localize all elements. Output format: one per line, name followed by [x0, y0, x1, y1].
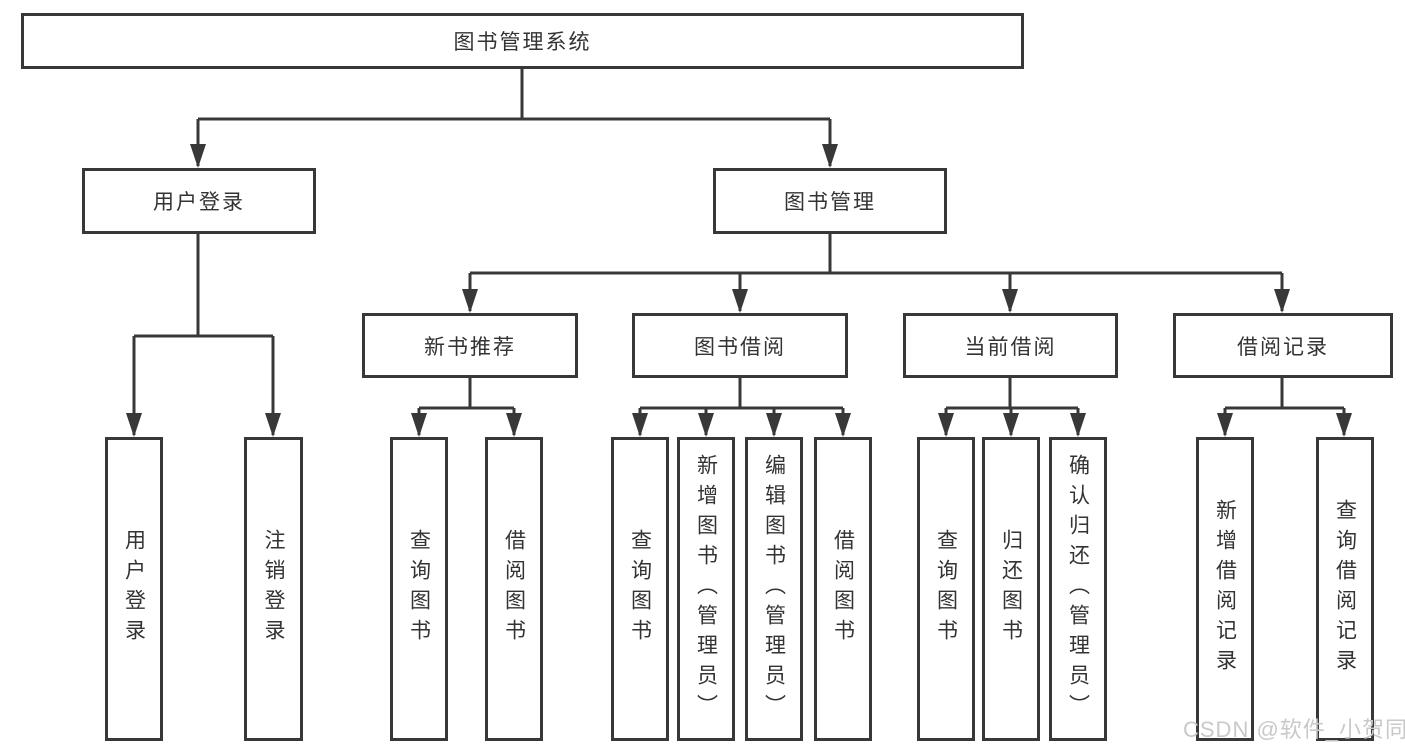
csdn-watermark: CSDN @软件_小贺同学: [1183, 717, 1405, 742]
leaf-user-login: 用户登录: [105, 437, 163, 741]
node-book-borrow: 图书借阅: [632, 313, 848, 378]
leaf-bb-add-books-admin: 新增图书（管理员）: [677, 437, 735, 741]
node-borrow-records-label: 借阅记录: [1237, 335, 1329, 359]
leaf-cb-query-books: 查询图书: [917, 437, 975, 741]
leaf-user-login-label: 用户登录: [122, 529, 146, 649]
leaf-nb-query-books: 查询图书: [390, 437, 448, 741]
node-borrow-records: 借阅记录: [1173, 313, 1393, 378]
leaf-bb-borrow-books-label: 借阅图书: [831, 529, 855, 649]
node-book-borrow-label: 图书借阅: [694, 335, 786, 359]
leaf-bb-add-books-admin-label: 新增图书（管理员）: [694, 454, 718, 724]
leaf-br-add-borrow-record-label: 新增借阅记录: [1213, 499, 1237, 679]
connector-paths: [132, 68, 1346, 435]
leaf-logout-login: 注销登录: [244, 437, 303, 741]
leaf-bb-borrow-books: 借阅图书: [814, 437, 872, 741]
node-current-borrow-label: 当前借阅: [964, 335, 1057, 359]
leaf-bb-query-books-label: 查询图书: [628, 529, 652, 649]
leaf-nb-borrow-books: 借阅图书: [485, 437, 543, 741]
node-current-borrow: 当前借阅: [903, 313, 1118, 378]
node-user-login: 用户登录: [82, 168, 316, 234]
leaf-bb-query-books: 查询图书: [611, 437, 669, 741]
leaf-br-add-borrow-record: 新增借阅记录: [1196, 437, 1254, 741]
leaf-cb-confirm-return-admin: 确认归还（管理员）: [1049, 437, 1107, 741]
leaf-cb-confirm-return-admin-label: 确认归还（管理员）: [1066, 454, 1090, 724]
node-root: 图书管理系统: [21, 13, 1024, 69]
node-new-book-recommend-label: 新书推荐: [424, 335, 516, 359]
node-book-management: 图书管理: [713, 168, 947, 234]
node-user-login-label: 用户登录: [153, 191, 245, 214]
leaf-br-query-borrow-record: 查询借阅记录: [1316, 437, 1374, 741]
leaf-nb-borrow-books-label: 借阅图书: [502, 529, 526, 649]
node-root-label: 图书管理系统: [453, 31, 592, 54]
leaf-bb-edit-books-admin-label: 编辑图书（管理员）: [762, 454, 786, 724]
arrowheads: [126, 144, 1352, 437]
leaf-br-query-borrow-record-label: 查询借阅记录: [1333, 499, 1357, 679]
leaf-cb-return-books-label: 归还图书: [999, 529, 1023, 649]
leaf-nb-query-books-label: 查询图书: [407, 529, 431, 649]
leaf-bb-edit-books-admin: 编辑图书（管理员）: [745, 437, 803, 741]
node-new-book-recommend: 新书推荐: [362, 313, 578, 378]
leaf-cb-query-books-label: 查询图书: [934, 529, 958, 649]
node-book-management-label: 图书管理: [784, 191, 876, 214]
leaf-cb-return-books: 归还图书: [982, 437, 1040, 741]
leaf-logout-login-label: 注销登录: [262, 529, 285, 649]
